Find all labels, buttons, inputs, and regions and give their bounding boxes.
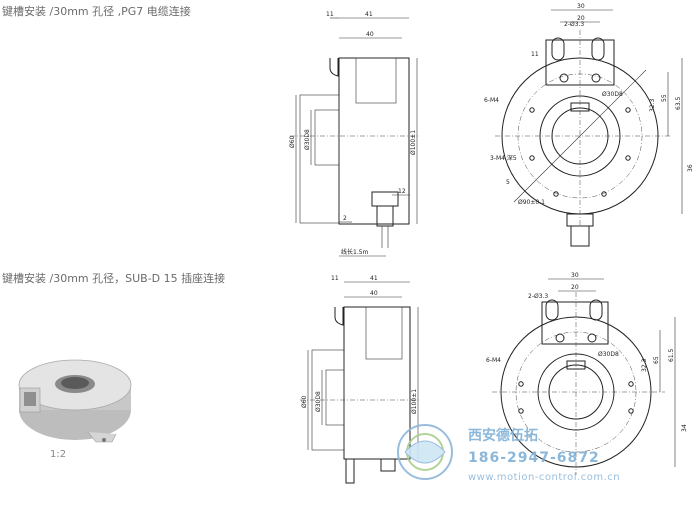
dim-32-3: 32.3 (649, 98, 656, 112)
dim-41: 41 (365, 11, 373, 18)
dim-2-holes: 2-Ø3.3 (564, 21, 584, 28)
dim-phi100: Ø100±1 (410, 130, 417, 155)
dim-40-b: 40 (370, 290, 378, 297)
dim-m4-holes: 3-M4 深5 (490, 154, 517, 162)
dim-11-b: 11 (331, 275, 339, 282)
dim-6-m4-b: 6-M4 (486, 357, 501, 364)
dim-55: 55 (661, 94, 668, 102)
watermark-company: 西安德伍拓 (468, 427, 538, 444)
dim-20-b: 20 (571, 284, 579, 291)
dim-61-5: 61.5 (668, 348, 675, 362)
dim-20: 20 (577, 15, 585, 22)
watermark-url: www.motion-control.com.cn (468, 472, 620, 483)
dim-12: 12 (398, 188, 406, 195)
dim-41-b: 41 (370, 275, 378, 282)
dim-5: 5 (506, 179, 510, 186)
scale-label: 1:2 (50, 449, 67, 460)
dim-65: 65 (653, 356, 660, 364)
watermark-phone: 186-2947-6872 (468, 450, 600, 466)
dim-phi60: Ø60 (289, 135, 296, 148)
dim-phi30-front: Ø30D8 (602, 91, 623, 98)
dim-phi30: Ø30D8 (304, 129, 311, 150)
dim-phi90: Ø90±0.1 (518, 199, 545, 206)
watermark: 西安德伍拓 186-2947-6872 www.motion-control.c… (397, 424, 620, 483)
dim-6-m4: 6-M4 (484, 97, 499, 104)
dim-11: 11 (326, 11, 334, 18)
dim-34: 34 (681, 424, 688, 432)
dim-phi100-b: Ø100±1 (411, 389, 418, 414)
dim-36: 36 (687, 164, 694, 172)
dim-cable: 线长1.5m (341, 248, 369, 256)
dim-2-holes-b: 2-Ø3.3 (528, 293, 548, 300)
front-view-top: 30 20 2-Ø3.3 11 63.5 55 36 32.3 Ø30D8 Ø9… (484, 3, 694, 247)
dim-phi60-b: Ø60 (301, 395, 308, 408)
dim-63-5: 63.5 (675, 96, 682, 110)
front-view-bottom: 30 20 2-Ø3.3 61.5 65 34 32.3 Ø30D8 6-M4 (486, 272, 688, 475)
dim-30: 30 (577, 3, 585, 10)
dim-2: 2 (343, 215, 347, 222)
dim-32-3-b: 32.3 (641, 358, 648, 372)
encoder-product-image (18, 359, 132, 443)
dim-11-front: 11 (531, 51, 539, 58)
dim-phi30-b: Ø30D8 (315, 391, 322, 412)
dim-phi30-front-b: Ø30D8 (598, 351, 619, 358)
caption-pg7-variant: 键槽安装 /30mm 孔径 ,PG7 电缆连接 (2, 5, 191, 18)
caption-subd-variant: 键槽安装 /30mm 孔径，SUB-D 15 插座连接 (2, 272, 226, 285)
side-view-top: 41 40 11 12 2 线长1.5m Ø60 Ø30D8 Ø100±1 (289, 11, 420, 257)
dim-40: 40 (366, 31, 374, 38)
side-view-bottom: 41 40 11 Ø60 Ø30D8 Ø100±1 (300, 275, 420, 484)
dim-30-b: 30 (571, 272, 579, 279)
